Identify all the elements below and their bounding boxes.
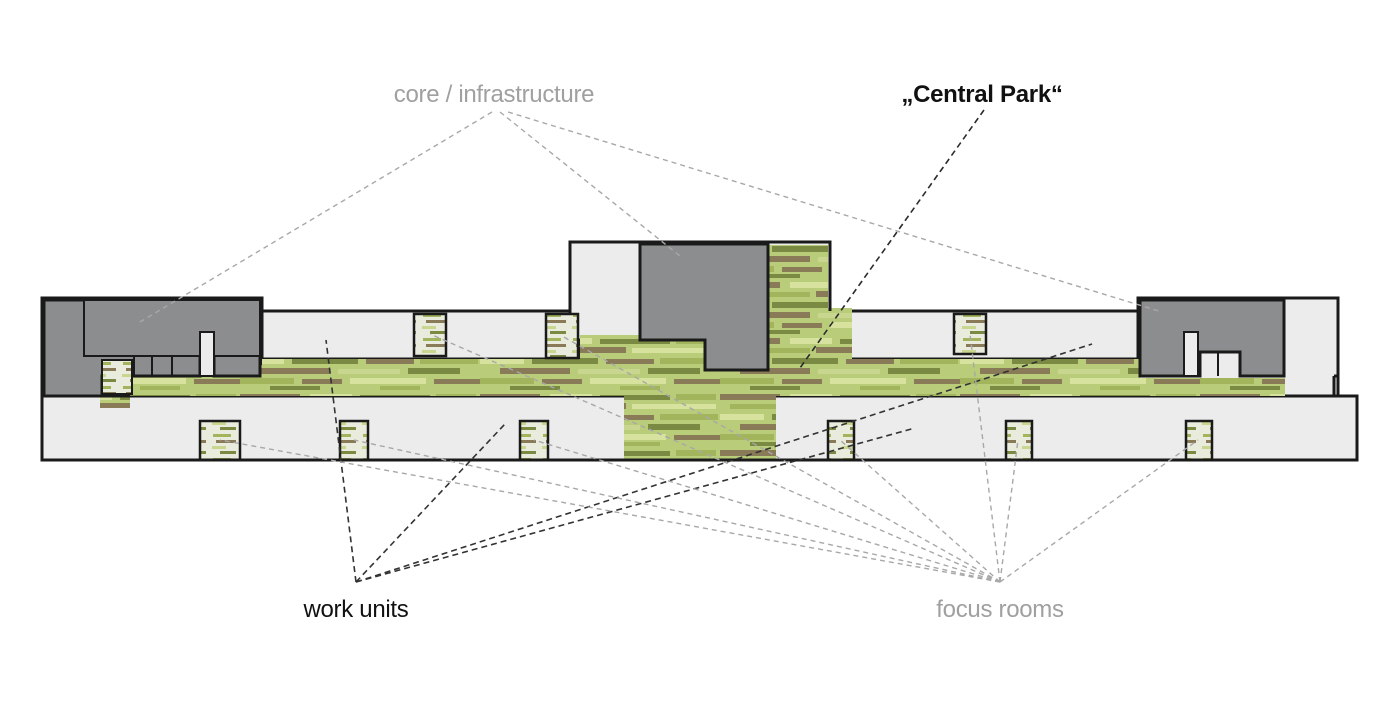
central-park-area: [100, 245, 1285, 460]
leader-work-unit: [325, 339, 357, 583]
leader-focus-room: [561, 335, 1001, 583]
leader-focus-room: [999, 439, 1019, 583]
building-outline: [42, 240, 1359, 462]
leader-focus-room: [429, 333, 1001, 583]
label-central-park: „Central Park“: [901, 81, 1062, 108]
leader-central-park: [799, 109, 985, 369]
leader-lines-core: [139, 111, 1163, 323]
leader-lines-park: [799, 109, 985, 369]
core-left-inner: [83, 299, 261, 357]
leader-focus-room: [969, 333, 1001, 583]
focus-room: [544, 312, 580, 360]
focus-room: [1184, 419, 1214, 462]
core-blocks: [42, 242, 1286, 398]
leader-focus-room: [353, 439, 1001, 583]
focus-room: [412, 312, 448, 358]
core-right: [1138, 298, 1286, 378]
focus-room: [952, 312, 988, 356]
leader-core-left: [139, 111, 493, 323]
leader-core-right: [507, 111, 1163, 313]
focus-room: [1004, 419, 1034, 462]
focus-room: [101, 359, 133, 395]
label-focus-rooms: focus rooms: [936, 596, 1064, 623]
leader-lines-focus-rooms: [219, 333, 1199, 583]
central-park-north: [768, 248, 828, 348]
core-right-notch: [1183, 331, 1199, 377]
focus-room: [338, 419, 370, 462]
leader-lines-work-units: [325, 339, 1093, 583]
label-work-units: work units: [302, 596, 408, 623]
central-park-corridor: [100, 245, 1285, 460]
leader-focus-room: [533, 439, 1001, 583]
leader-focus-room: [999, 439, 1199, 583]
focus-rooms: [101, 312, 1214, 462]
leader-work-unit: [355, 427, 916, 583]
label-core-infrastructure: core / infrastructure: [394, 81, 594, 108]
leader-work-unit: [355, 423, 506, 583]
core-center: [638, 242, 770, 372]
focus-room: [826, 419, 856, 462]
leader-focus-room: [219, 439, 1001, 583]
leader-core-center: [499, 111, 681, 257]
leader-work-unit: [355, 343, 1093, 583]
central-park-south: [624, 396, 776, 458]
core-left-notch: [199, 331, 215, 377]
